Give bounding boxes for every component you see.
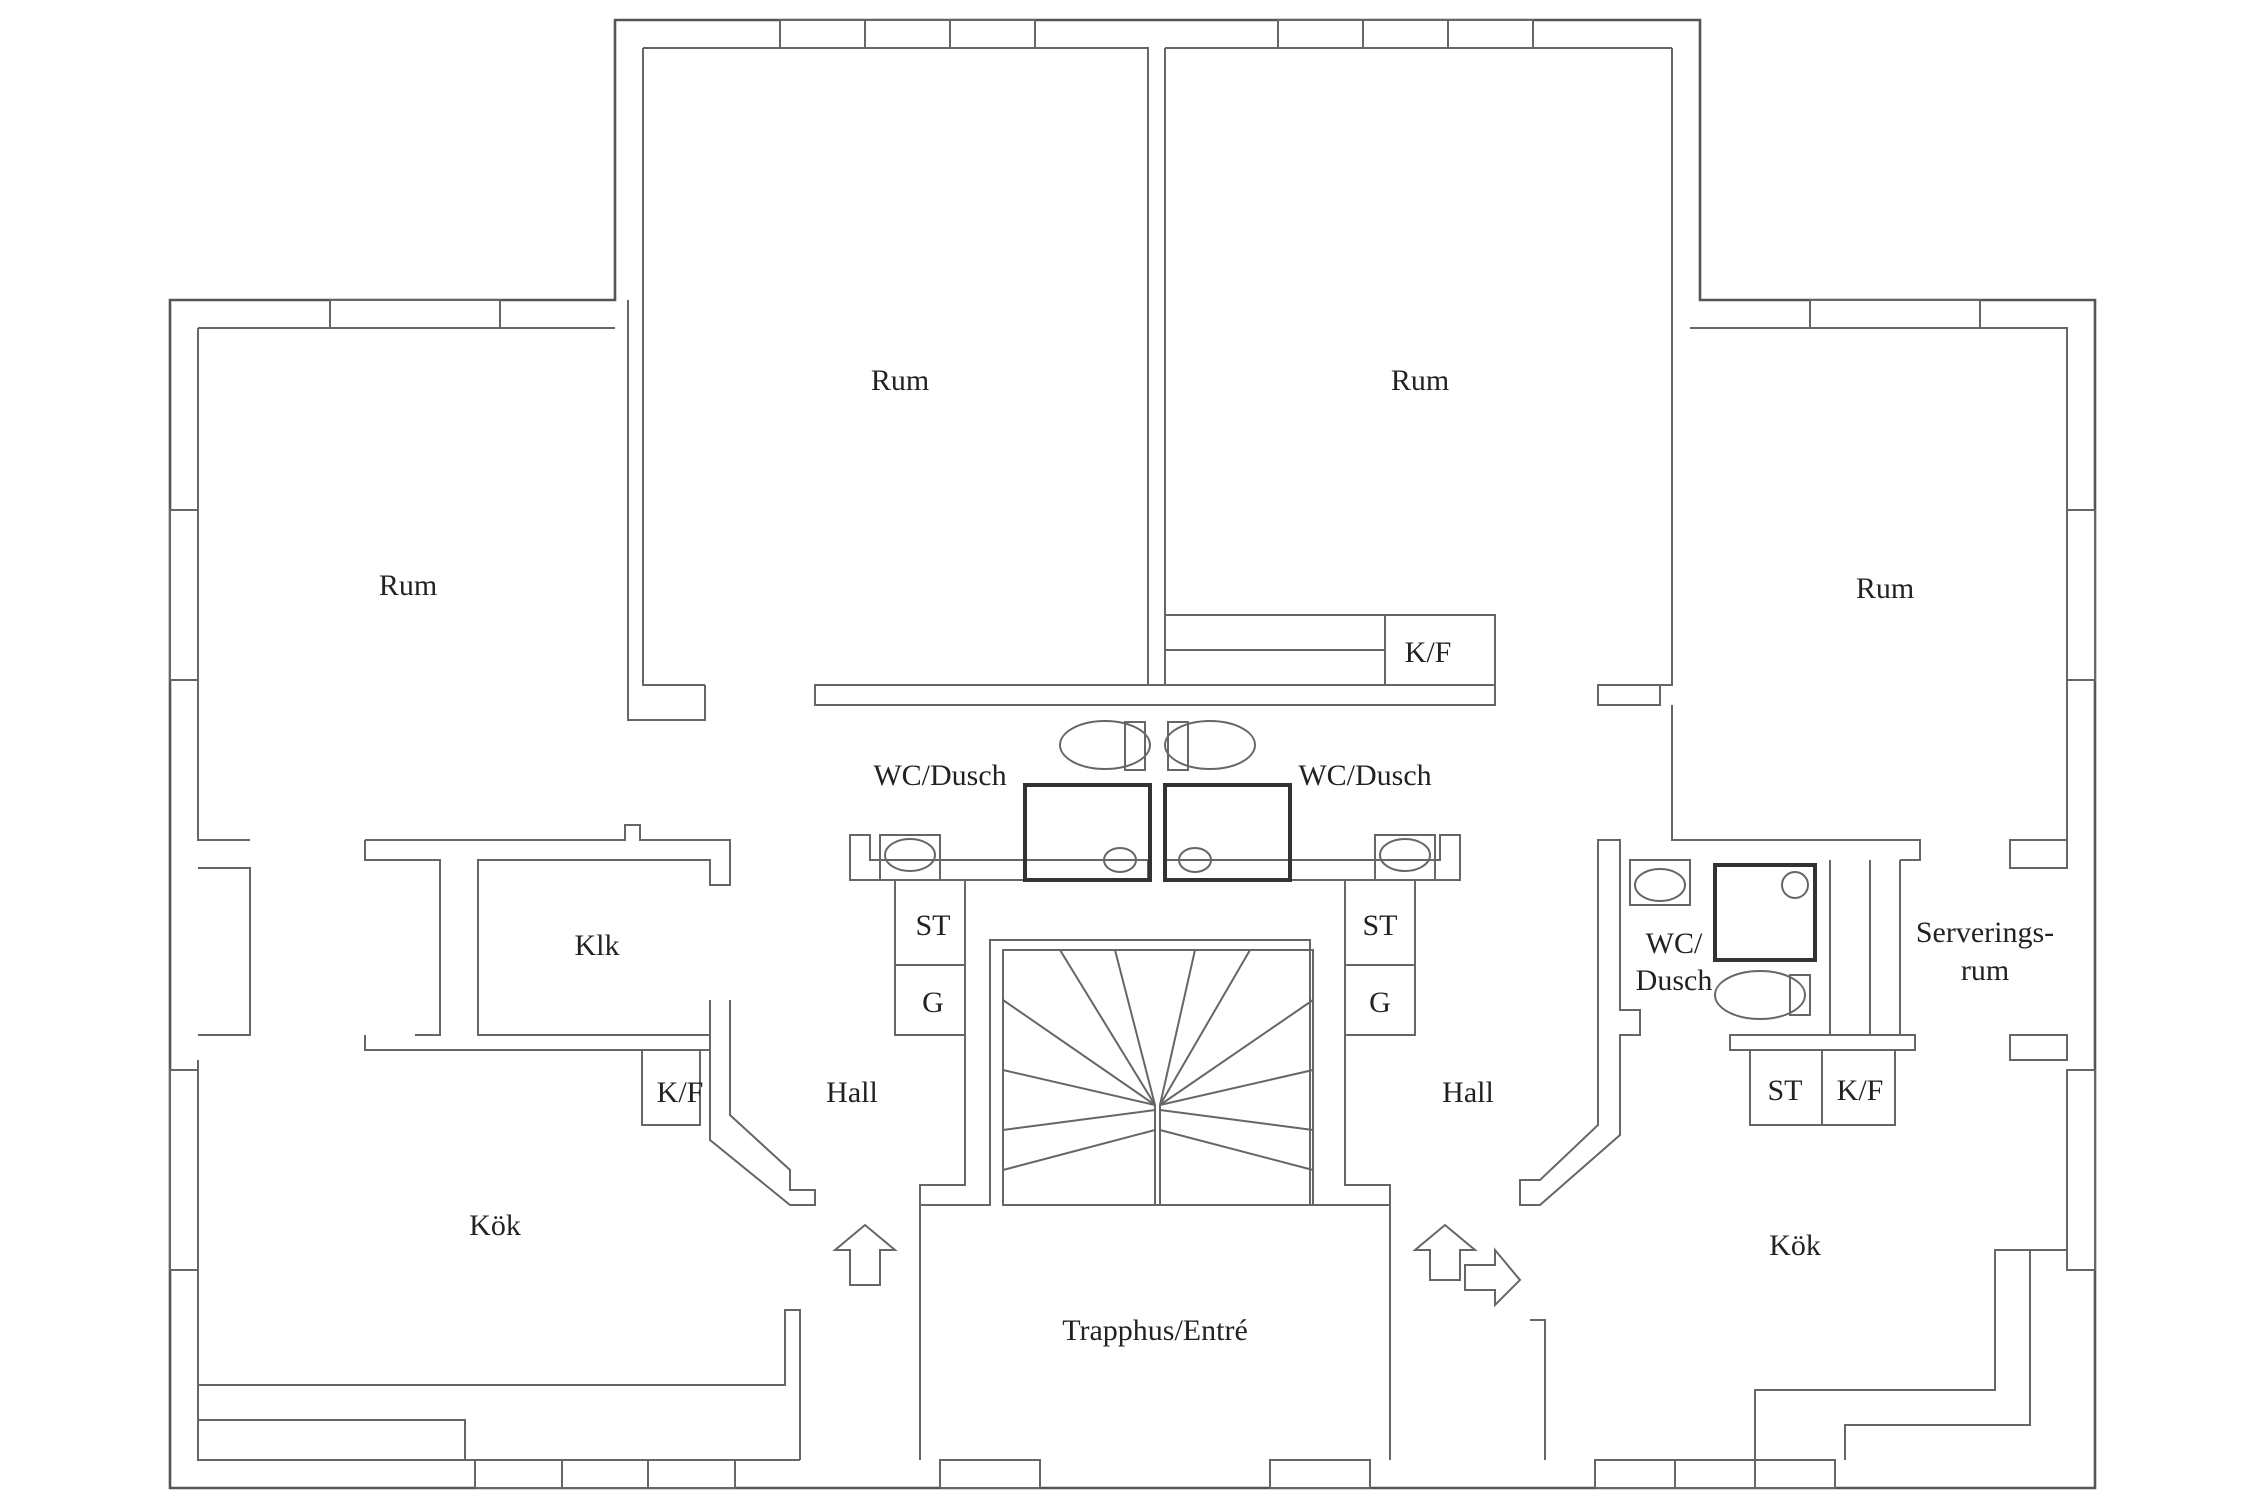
entry-arrow-right-icon: [1464, 1247, 1522, 1308]
bathroom-fixtures: [879, 720, 1817, 1020]
label-rum-top-left: Rum: [871, 364, 929, 397]
label-wc-small-2: Dusch: [1636, 964, 1713, 997]
label-kok-left: Kök: [469, 1209, 521, 1242]
label-kf-right: K/F: [1837, 1074, 1884, 1107]
label-kf-left: K/F: [657, 1076, 704, 1109]
label-rum-top-right: Rum: [1391, 364, 1449, 397]
entry-arrow-right-up-icon: [1412, 1223, 1478, 1281]
outer-walls: [168, 18, 2097, 1490]
label-servering-1: Serverings-: [1916, 916, 2054, 949]
label-kf-top: K/F: [1405, 636, 1452, 669]
label-rum-right: Rum: [1856, 572, 1914, 605]
label-wc-small-1: WC/: [1646, 927, 1703, 960]
label-st-right: ST: [1767, 1074, 1802, 1107]
label-st-left: ST: [915, 909, 950, 942]
label-g-left: G: [922, 986, 944, 1019]
interior-walls: [198, 300, 2068, 1460]
label-rum-left: Rum: [379, 569, 437, 602]
room-labels: Rum Rum Rum Rum K/F WC/Dusch WC/Dusch Kl…: [379, 364, 2054, 1347]
label-trapphus: Trapphus/Entré: [1062, 1314, 1248, 1347]
windows: [169, 19, 2096, 1489]
label-wc-left: WC/Dusch: [873, 759, 1006, 792]
entry-arrows: [832, 1223, 1522, 1308]
label-kok-right: Kök: [1769, 1229, 1821, 1262]
label-st-mid: ST: [1362, 909, 1397, 942]
entry-arrow-left-icon: [832, 1223, 898, 1286]
label-servering-2: rum: [1961, 954, 2009, 987]
label-hall-right: Hall: [1442, 1076, 1494, 1109]
label-klk: Klk: [575, 929, 620, 962]
label-wc-right: WC/Dusch: [1298, 759, 1431, 792]
label-g-mid: G: [1369, 986, 1391, 1019]
staircase: [1002, 949, 1314, 1206]
label-hall-left: Hall: [826, 1076, 878, 1109]
